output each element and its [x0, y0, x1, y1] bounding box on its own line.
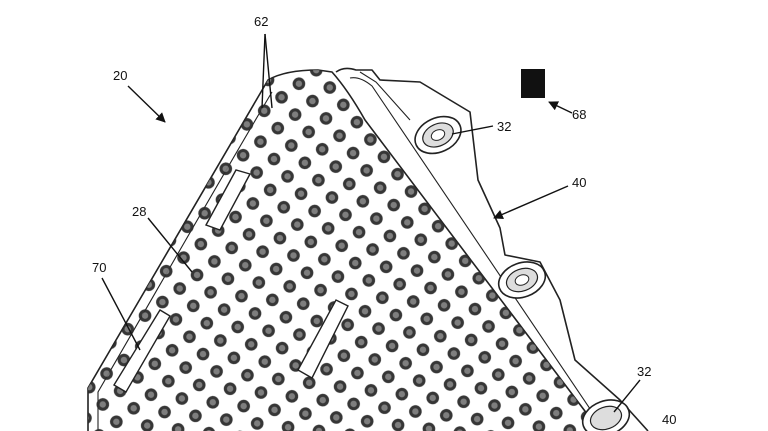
leader-32-top	[451, 125, 494, 135]
fasteners	[414, 115, 631, 431]
slot	[204, 169, 252, 231]
ref-70: 70	[92, 260, 106, 275]
arrow-icon	[493, 185, 569, 219]
leader-lines	[101, 33, 641, 413]
square-marker-icon	[521, 69, 545, 98]
ref-40-mid: 40	[572, 175, 586, 190]
ref-32-top: 32	[497, 119, 511, 134]
reference-numerals: 20 62 28 70 32 68 40 32 40	[92, 14, 676, 427]
leader-32-bottom	[613, 379, 641, 413]
rail-flange	[335, 67, 649, 431]
fastener-icon	[581, 399, 631, 431]
leader-28	[147, 217, 193, 273]
slot	[113, 309, 171, 393]
leader-62a	[261, 33, 266, 109]
arrow-icon	[127, 85, 166, 123]
ref-28: 28	[132, 204, 146, 219]
fastener-icon	[497, 261, 547, 299]
ref-68: 68	[572, 107, 586, 122]
slot	[297, 299, 349, 379]
leader-70	[101, 277, 141, 351]
leader-62b	[264, 33, 273, 109]
arrow-icon	[548, 101, 573, 114]
ref-20: 20	[113, 68, 127, 83]
ref-40-bottom: 40	[662, 412, 676, 427]
ref-62: 62	[254, 14, 268, 29]
slots	[113, 169, 349, 393]
ref-32-bottom: 32	[637, 364, 651, 379]
fastener-icon	[414, 115, 462, 155]
